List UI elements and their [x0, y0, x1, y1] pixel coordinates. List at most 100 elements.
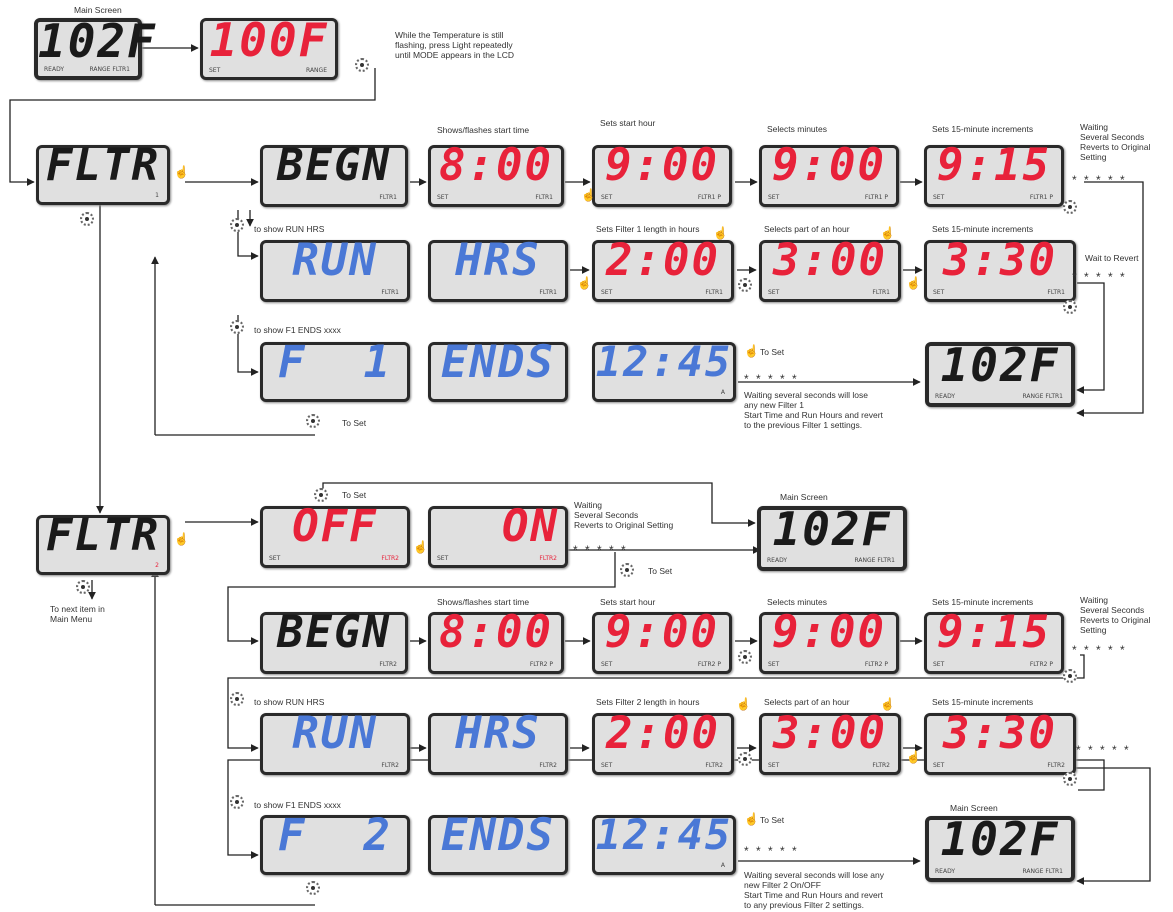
light-button-icon — [306, 881, 320, 895]
hand-press-icon: ☝ — [906, 276, 921, 290]
to-set-right-label: To Set — [648, 566, 673, 576]
run-hrs-note: to show RUN HRS — [254, 224, 325, 234]
hand-press-icon: ☝ — [880, 697, 895, 711]
waiting-note: Waiting Several Seconds Reverts to Origi… — [1080, 122, 1150, 162]
lcd-sub-right: FLTR1 P — [697, 194, 721, 201]
lcd-text: 3:00 — [773, 235, 887, 286]
wait-revert-note: Wait to Revert — [1085, 253, 1139, 263]
lcd-hrs2: HRS FLTR2 — [428, 708, 568, 775]
lcd-sub-right: FLTR2 — [381, 762, 399, 769]
lcd-sub-right: FLTR2 — [1047, 762, 1065, 769]
note-line: Start Time and Run Hours and revert — [744, 890, 883, 900]
label-start-hour: Sets start hour — [600, 118, 656, 128]
wait-stars: * * * * * — [1076, 743, 1131, 757]
light-button-icon — [306, 414, 320, 428]
lcd-start-hour-2: 9:00 SET FLTR2 P — [592, 607, 732, 674]
lcd-start-hour-1: 9:00 SET FLTR1 P — [592, 144, 732, 207]
lcd-sub-left: SET — [933, 762, 945, 769]
lcd-minutes-1: 9:00 SET FLTR1 P — [759, 144, 899, 207]
lcd-text: 9:00 — [605, 607, 719, 658]
note-line: Setting — [1080, 152, 1107, 162]
waiting-lose-note-2: Waiting several seconds will lose any ne… — [744, 870, 884, 910]
lcd-text: 12:45 — [595, 337, 733, 386]
lcd-temp-main: 102F READY RANGE FLTR1 — [34, 18, 155, 80]
note-line: Waiting — [1080, 595, 1109, 605]
run-hrs-note-2: to show RUN HRS — [254, 697, 325, 707]
lcd-sub-right: RANGE — [306, 67, 327, 74]
lcd-sub-right: FLTR1 — [872, 289, 890, 296]
lcd-text: 9:15 — [937, 607, 1051, 658]
lcd-f1: F 1 — [260, 341, 410, 402]
lcd-text: BEGN — [277, 607, 391, 658]
note-line: to any previous Filter 2 settings. — [744, 900, 865, 910]
to-set-label: To Set — [760, 347, 785, 357]
hand-press-icon: ☝ — [174, 532, 189, 546]
lcd-text: FLTR — [46, 510, 160, 561]
lcd-increments-run-1: 3:30 SET FLTR1 — [924, 235, 1076, 302]
hand-press-icon: ☝ — [577, 276, 592, 290]
note-line: new Filter 2 On/OFF — [744, 880, 821, 890]
lcd-hrs1: HRS FLTR1 — [428, 239, 568, 302]
lcd-text: ENDS — [441, 337, 555, 388]
main-screen-label: Main Screen — [74, 5, 122, 15]
ends-note-2: to show F1 ENDS xxxx — [254, 800, 341, 810]
lcd-ends2: ENDS — [428, 810, 568, 875]
wait-stars: * * * * * — [744, 372, 799, 386]
lcd-increments-2: 9:15 SET FLTR2 P — [924, 607, 1064, 674]
lcd-sub-right: FLTR1 — [539, 289, 557, 296]
lcd-text: 9:00 — [772, 607, 886, 658]
light-button-icon — [738, 752, 752, 766]
lcd-text: ENDS — [441, 810, 555, 861]
lcd-on: ON SET FLTR2 — [428, 501, 568, 568]
lcd-fltr2: FLTR 2 — [36, 510, 170, 575]
note-line: Setting — [1080, 625, 1107, 635]
lcd-sub-left: SET — [601, 194, 613, 201]
light-button-icon — [314, 488, 328, 502]
hand-press-icon: ☝ — [174, 165, 189, 179]
lcd-sub-left: SET — [768, 289, 780, 296]
lcd-sub-right: 2 — [155, 562, 159, 569]
label-length-2: Sets Filter 2 length in hours — [596, 697, 700, 707]
lcd-text: RUN — [292, 708, 378, 759]
note-line: Waiting several seconds will lose — [744, 390, 868, 400]
lcd-sub-left: SET — [768, 661, 780, 668]
to-set-label-2: To Set — [760, 815, 785, 825]
light-button-icon — [230, 692, 244, 706]
lcd-text: 3:30 — [943, 235, 1057, 286]
lcd-sub-left: READY — [935, 868, 956, 875]
lcd-sub-left: READY — [935, 393, 956, 400]
lcd-text: HRS — [455, 708, 541, 759]
hand-press-icon: ☝ — [880, 226, 895, 240]
label-part-hour: Selects part of an hour — [764, 224, 850, 234]
lcd-sub-left: SET — [933, 194, 945, 201]
hand-press-icon: ☝ — [736, 697, 751, 711]
lcd-sub-right: FLTR1 — [705, 289, 723, 296]
lcd-sub-left: SET — [933, 661, 945, 668]
main-screen-label-3: Main Screen — [950, 803, 998, 813]
note-line: Several Seconds — [1080, 132, 1145, 142]
lcd-sub-right: FLTR1 — [535, 194, 553, 201]
lcd-minutes-2: 9:00 SET FLTR2 P — [759, 607, 899, 674]
lcd-increments-1: 9:15 SET FLTR1 P — [924, 144, 1064, 207]
lcd-sub-left: SET — [437, 555, 449, 562]
wait-stars: * * * * * — [573, 543, 628, 557]
lcd-f2: F 2 — [260, 814, 410, 875]
lcd-text: 3:30 — [943, 708, 1057, 759]
light-button-icon — [355, 58, 369, 72]
lcd-text: 102F — [772, 502, 892, 556]
lcd-fltr1: FLTR 1 — [36, 144, 170, 205]
label-increments-run: Sets 15-minute increments — [932, 224, 1034, 234]
lcd-sub-right: FLTR1 — [381, 289, 399, 296]
light-button-icon — [1063, 300, 1077, 314]
lcd-sub-left: SET — [601, 661, 613, 668]
note-line: Waiting — [574, 500, 603, 510]
lcd-text: 102F — [940, 338, 1060, 392]
light-button-icon — [738, 278, 752, 292]
label-increments-2: Sets 15-minute increments — [932, 597, 1034, 607]
note-line: to the previous Filter 1 settings. — [744, 420, 863, 430]
lcd-off: OFF SET FLTR2 — [260, 505, 410, 568]
label-length: Sets Filter 1 length in hours — [596, 224, 700, 234]
light-button-icon — [230, 795, 244, 809]
waiting-note-2: Waiting Several Seconds Reverts to Origi… — [574, 500, 673, 530]
lcd-text: ON — [502, 501, 559, 552]
